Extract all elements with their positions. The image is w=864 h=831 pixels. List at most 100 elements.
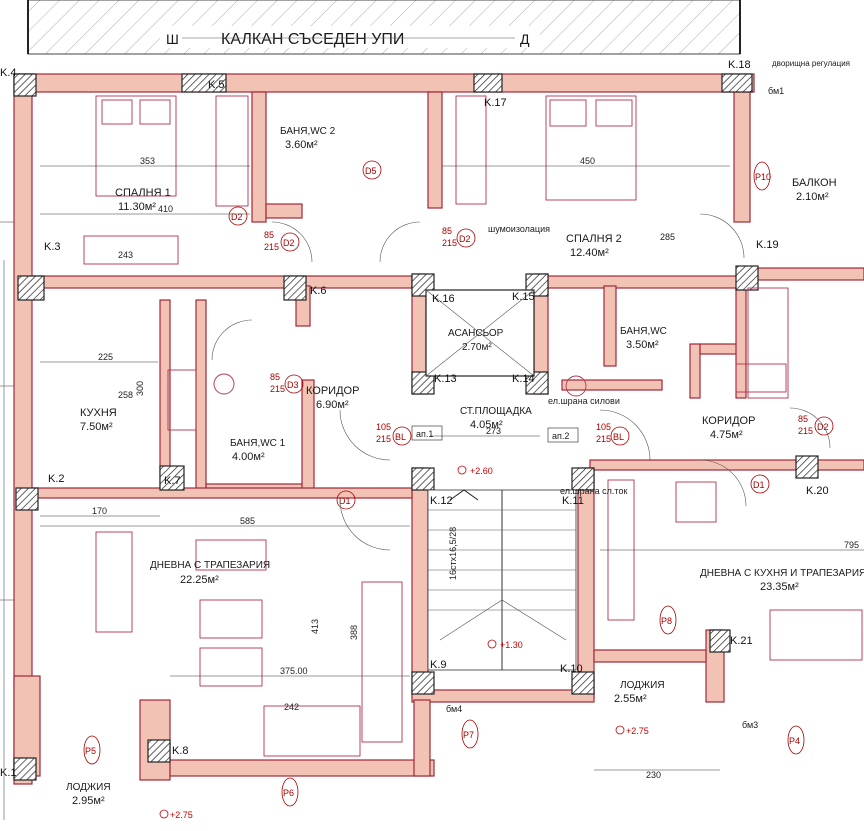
- columns: [13, 73, 819, 781]
- column-label: K.15: [512, 291, 535, 303]
- column-label: K.5: [208, 79, 225, 91]
- room-bedroom2: СПАЛНЯ 2 12.40м²: [566, 233, 622, 259]
- level-mark: +2.60: [470, 466, 493, 476]
- svg-text:D2: D2: [459, 234, 471, 244]
- dimension: 242: [284, 702, 299, 712]
- room-area: 2.95м²: [72, 795, 105, 807]
- room-area: 2.55м²: [614, 693, 647, 705]
- room-area: 22.25м²: [180, 574, 219, 586]
- column-label: K.20: [806, 485, 829, 497]
- dimension: 450: [580, 156, 595, 166]
- column-label: K.13: [434, 373, 457, 385]
- note: бм3: [742, 720, 758, 730]
- room-living1: ДНЕВНА С ТРАПЕЗАРИЯ 22.25м²: [150, 560, 270, 586]
- door-tag: D2 85 215: [264, 230, 300, 252]
- svg-text:D2: D2: [283, 238, 295, 248]
- dimension: 170: [92, 506, 107, 516]
- room-name: КОРИДОР: [702, 415, 755, 427]
- column: [571, 671, 595, 695]
- room-area: 7.50м²: [80, 421, 113, 433]
- door-tag: BL 105 215: [596, 422, 630, 446]
- room-name: АСАНСЬОР: [448, 328, 504, 339]
- column-label: K.21: [730, 635, 753, 647]
- column: [721, 73, 753, 93]
- column-label: K.7: [164, 475, 181, 487]
- room-area: 4.75м²: [710, 429, 743, 441]
- column: [411, 671, 435, 695]
- svg-text:85: 85: [270, 372, 280, 382]
- note: бм1: [768, 86, 784, 96]
- dimension: 258: [118, 390, 133, 400]
- column-label: K.1: [0, 767, 17, 779]
- svg-text:D2: D2: [817, 422, 829, 432]
- room-name: БАНЯ,WC 1: [230, 438, 286, 449]
- column: [411, 467, 435, 491]
- room-area: 4.00м²: [232, 451, 265, 463]
- room-area: 11.30м²: [118, 201, 156, 213]
- column-label: K.4: [0, 67, 17, 79]
- dimension-lines: 353 450 410 585 375.00 795 273 170 230 2…: [40, 156, 864, 780]
- svg-text:D2: D2: [231, 212, 243, 222]
- column: [159, 465, 185, 491]
- door-swings: [211, 213, 831, 551]
- note: ел.шрана силови: [548, 396, 620, 406]
- room-name: КУХНЯ: [80, 407, 117, 419]
- svg-text:215: 215: [376, 434, 391, 444]
- column: [411, 371, 435, 395]
- section-mark-left: Ш: [166, 31, 179, 47]
- room-area: 2.70м²: [462, 342, 492, 353]
- room-bath2: БАНЯ,WC 2 3.60м²: [280, 126, 336, 151]
- column-label: K.18: [728, 59, 751, 71]
- door-tag: D1: [336, 490, 356, 510]
- column-label: K.11: [562, 495, 584, 507]
- axis-marks: [0, 221, 14, 820]
- room-living2: ДНЕВНА С КУХНЯ И ТРАПЕЗАРИЯ 23.35м²: [700, 568, 864, 593]
- level-marks: +2.60 +1.30 +2.75 +2.75: [159, 465, 649, 820]
- svg-text:P5: P5: [85, 746, 96, 756]
- dimension: 285: [660, 232, 675, 242]
- svg-text:215: 215: [798, 426, 813, 436]
- room-name: ЛОДЖИЯ: [66, 782, 111, 793]
- column-label: K.17: [484, 97, 507, 109]
- room-name: ДНЕВНА С ТРАПЕЗАРИЯ: [150, 560, 270, 571]
- level-mark: +2.75: [170, 810, 193, 820]
- column: [13, 757, 37, 781]
- room-name: СТ.ПЛОЩАДКА: [460, 406, 532, 417]
- room-name: БАНЯ,WC: [620, 326, 667, 337]
- svg-text:215: 215: [264, 242, 279, 252]
- window-tag: P7: [461, 719, 479, 749]
- stair-core: [425, 289, 577, 671]
- door-tag: D1: [750, 474, 770, 494]
- stair-spec: 16стх16,5/28: [448, 527, 458, 580]
- window-tag: P8: [659, 605, 677, 635]
- dimension: 243: [118, 250, 133, 260]
- column: [283, 275, 307, 301]
- svg-text:215: 215: [596, 434, 611, 444]
- door-tag: D2 85 215: [442, 226, 476, 248]
- svg-text:D1: D1: [339, 496, 351, 506]
- neighbour-wall: КАЛКАН СЪСЕДЕН УПИ Ш Д дворищна регулаци…: [27, 0, 850, 68]
- room-labels: СПАЛНЯ 1 11.30м² БАНЯ,WC 2 3.60м² СПАЛНЯ…: [66, 126, 864, 807]
- door-tag: D2: [228, 206, 248, 226]
- column-label: K.9: [430, 659, 447, 671]
- room-kitchen: КУХНЯ 7.50м²: [80, 407, 117, 433]
- column: [735, 265, 759, 291]
- furniture: [83, 95, 863, 757]
- room-area: 23.35м²: [760, 581, 799, 593]
- room-name: СПАЛНЯ 2: [566, 233, 622, 245]
- room-bedroom1: СПАЛНЯ 1 11.30м²: [115, 187, 171, 213]
- svg-text:P10: P10: [755, 172, 771, 182]
- apartment-tag: ап.1: [416, 429, 433, 439]
- column-label: K.2: [48, 473, 65, 485]
- column-label: K.8: [172, 745, 189, 757]
- room-loggia2: ЛОДЖИЯ 2.55м²: [614, 680, 665, 705]
- room-name: БАНЯ,WC 2: [280, 126, 336, 137]
- room-name: ДНЕВНА С КУХНЯ И ТРАПЕЗАРИЯ: [700, 568, 864, 579]
- svg-text:BL: BL: [395, 432, 406, 442]
- level-mark: +2.75: [626, 726, 649, 736]
- column: [795, 455, 819, 479]
- column-label: K.12: [430, 495, 453, 507]
- svg-text:P4: P4: [789, 736, 800, 746]
- column: [15, 487, 39, 511]
